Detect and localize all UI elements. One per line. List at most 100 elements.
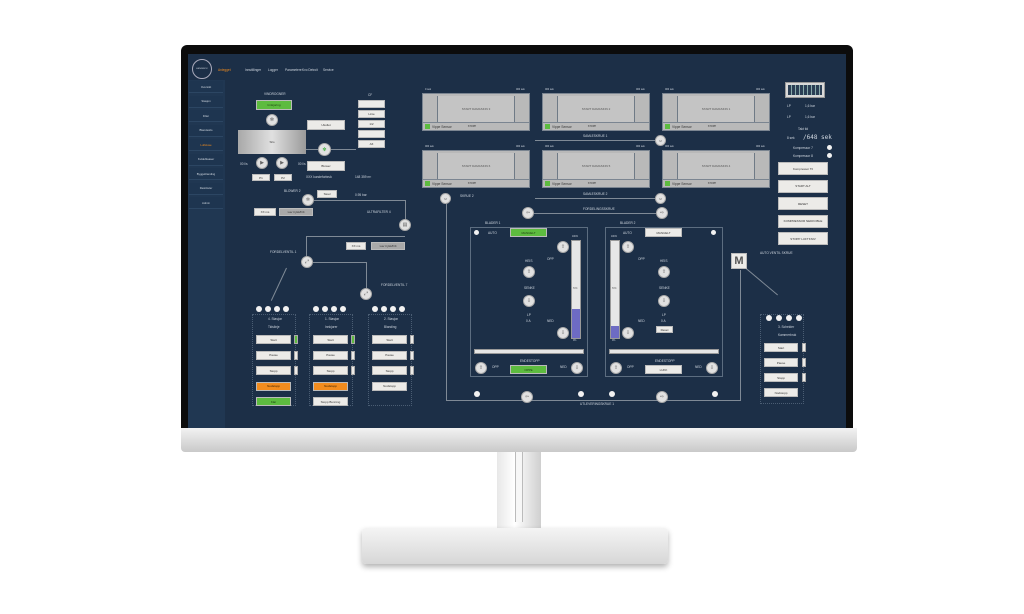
p1-button[interactable]: P1 xyxy=(252,174,270,181)
box-c[interactable]: XX ms xyxy=(346,242,366,250)
ukollet-button[interactable]: Ukollet xyxy=(307,120,345,130)
station-button-start[interactable]: Start xyxy=(313,335,348,344)
sidebar-item-admin[interactable]: Admin xyxy=(189,197,223,209)
sidebar-item-kuldeblaaser[interactable]: Kuldeblaaser xyxy=(189,153,223,166)
station-button-klar[interactable]: Klar xyxy=(256,397,291,406)
fan-icon[interactable]: ✻ xyxy=(266,114,278,126)
diverter-valve-1-icon[interactable]: ⤢ xyxy=(301,256,313,268)
station-button-start[interactable]: Start xyxy=(256,335,291,344)
right-button-1[interactable]: START ALT xyxy=(778,179,828,193)
station3-button-nodstopp[interactable]: Nodstopp xyxy=(764,388,798,397)
right-button-4[interactable]: STOPP LUFTKNIV xyxy=(778,232,828,245)
damaskin-start-button[interactable]: START DAMASKIN 3 xyxy=(437,96,515,122)
diverter-valve-7-icon[interactable]: ⤢ xyxy=(360,288,372,300)
box-a[interactable]: XX ms xyxy=(254,208,276,216)
box-b[interactable]: Lav trykk/Filt xyxy=(279,208,313,216)
right-button-2[interactable]: RESET xyxy=(778,197,828,210)
arrow-up-icon[interactable]: ⇧ xyxy=(658,266,670,278)
endestopp-button[interactable]: LUKK xyxy=(645,365,682,374)
arrow-down-icon[interactable]: ⇩ xyxy=(622,327,634,339)
nav-tab-4[interactable]: Kvo Detroit xyxy=(302,68,318,72)
cf-box[interactable]: 1/2 xyxy=(358,120,385,128)
pump-1-icon[interactable]: ▶ xyxy=(256,157,268,169)
station-button-stopp[interactable]: Stopp xyxy=(313,366,348,375)
arrow-up-icon[interactable]: ⇧ xyxy=(557,241,569,253)
arrow-down-icon[interactable]: ⇩ xyxy=(571,362,583,374)
arrow-up-icon[interactable]: ⇧ xyxy=(610,362,622,374)
station3-button-pause[interactable]: Pause xyxy=(764,358,798,367)
sidebar-item-byggeblanding[interactable]: Byggeblanding xyxy=(189,168,223,180)
stoel-button[interactable]: Stoel xyxy=(317,190,337,198)
filter-icon[interactable]: ▤ xyxy=(399,219,411,231)
arrow-right-icon[interactable]: ⇨ xyxy=(656,207,668,219)
damaskin-start-button[interactable]: START DAMASKIN 4 xyxy=(677,153,755,179)
sidebar-item-resirkuler[interactable]: Resirkuler xyxy=(189,182,223,195)
sidebar-item-stasjon[interactable]: Stasjon xyxy=(189,95,223,108)
p2-button[interactable]: P2 xyxy=(274,174,292,181)
reset-button[interactable]: Reset xyxy=(656,326,673,333)
damaskin-start-button[interactable]: START DAMASKIN 1 xyxy=(677,96,755,122)
nav-tab-0[interactable]: Anlegget xyxy=(218,68,231,72)
status-dot xyxy=(283,306,289,312)
valve-icon[interactable]: ✲ xyxy=(302,194,314,206)
arrow-down-icon[interactable]: ⇩ xyxy=(706,362,718,374)
station-button-pause[interactable]: Pause xyxy=(256,350,291,360)
station3-button-start[interactable]: Start xyxy=(764,343,798,352)
sidebar-item-blandesilo[interactable]: Blandesilo xyxy=(189,124,223,137)
arrow-up-icon[interactable]: ⇧ xyxy=(475,362,487,374)
arrow-down-icon[interactable]: ⇩ xyxy=(557,327,569,339)
blower-button[interactable]: Blower xyxy=(307,161,345,171)
station-button-nodstopp[interactable]: Nodstopp xyxy=(313,381,348,391)
cf-box[interactable]: Aft xyxy=(358,140,385,148)
arrow-left-icon[interactable]: ⇦ xyxy=(522,207,534,219)
station-button-stopp[interactable]: Stopp xyxy=(372,366,407,375)
station-button-stopp-bunning[interactable]: Stopp Bunning xyxy=(313,397,348,406)
sidebar-item-oversikt[interactable]: Oversikt xyxy=(189,81,223,93)
damaskin-start-button[interactable]: START DAMASKIN 6 xyxy=(437,153,515,179)
cf-box[interactable]: Linie xyxy=(358,110,385,118)
station-button-nodstopp[interactable]: Nodstopp xyxy=(256,381,291,391)
arrow-down-icon[interactable]: ⇩ xyxy=(523,295,535,307)
arrow-left-icon[interactable]: ⇦ xyxy=(521,391,533,403)
manual-mode-button[interactable]: M xyxy=(731,253,747,269)
endestopp-button[interactable]: OPPE xyxy=(510,365,547,374)
station-button-pause[interactable]: Pause xyxy=(313,350,348,360)
motor-icon[interactable]: M xyxy=(655,135,666,146)
station-button-pause[interactable]: Pause xyxy=(372,350,407,360)
nav-tab-2[interactable]: Logger xyxy=(268,68,278,72)
motor-icon[interactable]: M xyxy=(655,193,666,204)
nav-tab-1[interactable]: Innstillinger xyxy=(245,68,262,72)
pump-2-icon[interactable]: ▶ xyxy=(276,157,288,169)
arrow-down-icon[interactable]: ⇩ xyxy=(658,295,670,307)
nav-tab-3[interactable]: Parametere xyxy=(285,68,302,72)
box-d[interactable]: Lav trykk/Filt xyxy=(371,242,405,250)
station-button-start[interactable]: Start xyxy=(372,335,407,344)
damaskin-start-button[interactable]: START DAMASKIN 5 xyxy=(557,153,635,179)
station-button-nodstopp[interactable]: Nodstopp xyxy=(372,381,407,391)
station-button-stopp[interactable]: Stopp xyxy=(256,366,291,375)
cf-box[interactable] xyxy=(358,130,385,138)
nav-tab-5[interactable]: Service xyxy=(323,68,334,72)
vindrogner-button[interactable]: Innkjoring xyxy=(256,100,292,110)
motor-icon[interactable]: M xyxy=(440,193,451,204)
cf-box[interactable] xyxy=(358,100,385,108)
right-button-3[interactable]: KOMPRESSOR NEDKOBLE xyxy=(778,214,828,228)
station-subtitle: Innkjorer xyxy=(325,325,338,329)
blader-mode-button[interactable]: MANUELT xyxy=(510,228,547,237)
sidebar-item-filter[interactable]: Filter xyxy=(189,110,223,122)
blader-mode-button[interactable]: MANUELT xyxy=(645,228,682,237)
right-button-0[interactable]: Kompressor Til xyxy=(778,162,828,175)
sidebar-item-luftsluse[interactable]: Luftsluse xyxy=(189,139,223,151)
arrow-up-icon[interactable]: ⇧ xyxy=(523,266,535,278)
arrow-right-icon[interactable]: ⇨ xyxy=(656,391,668,403)
arrow-up-icon[interactable]: ⇧ xyxy=(622,241,634,253)
damaskin-start-button[interactable]: START DAMASKIN 2 xyxy=(557,96,635,122)
green-fan-icon[interactable]: ✻ xyxy=(318,143,331,156)
station3-button-stopp[interactable]: Stopp xyxy=(764,373,798,382)
